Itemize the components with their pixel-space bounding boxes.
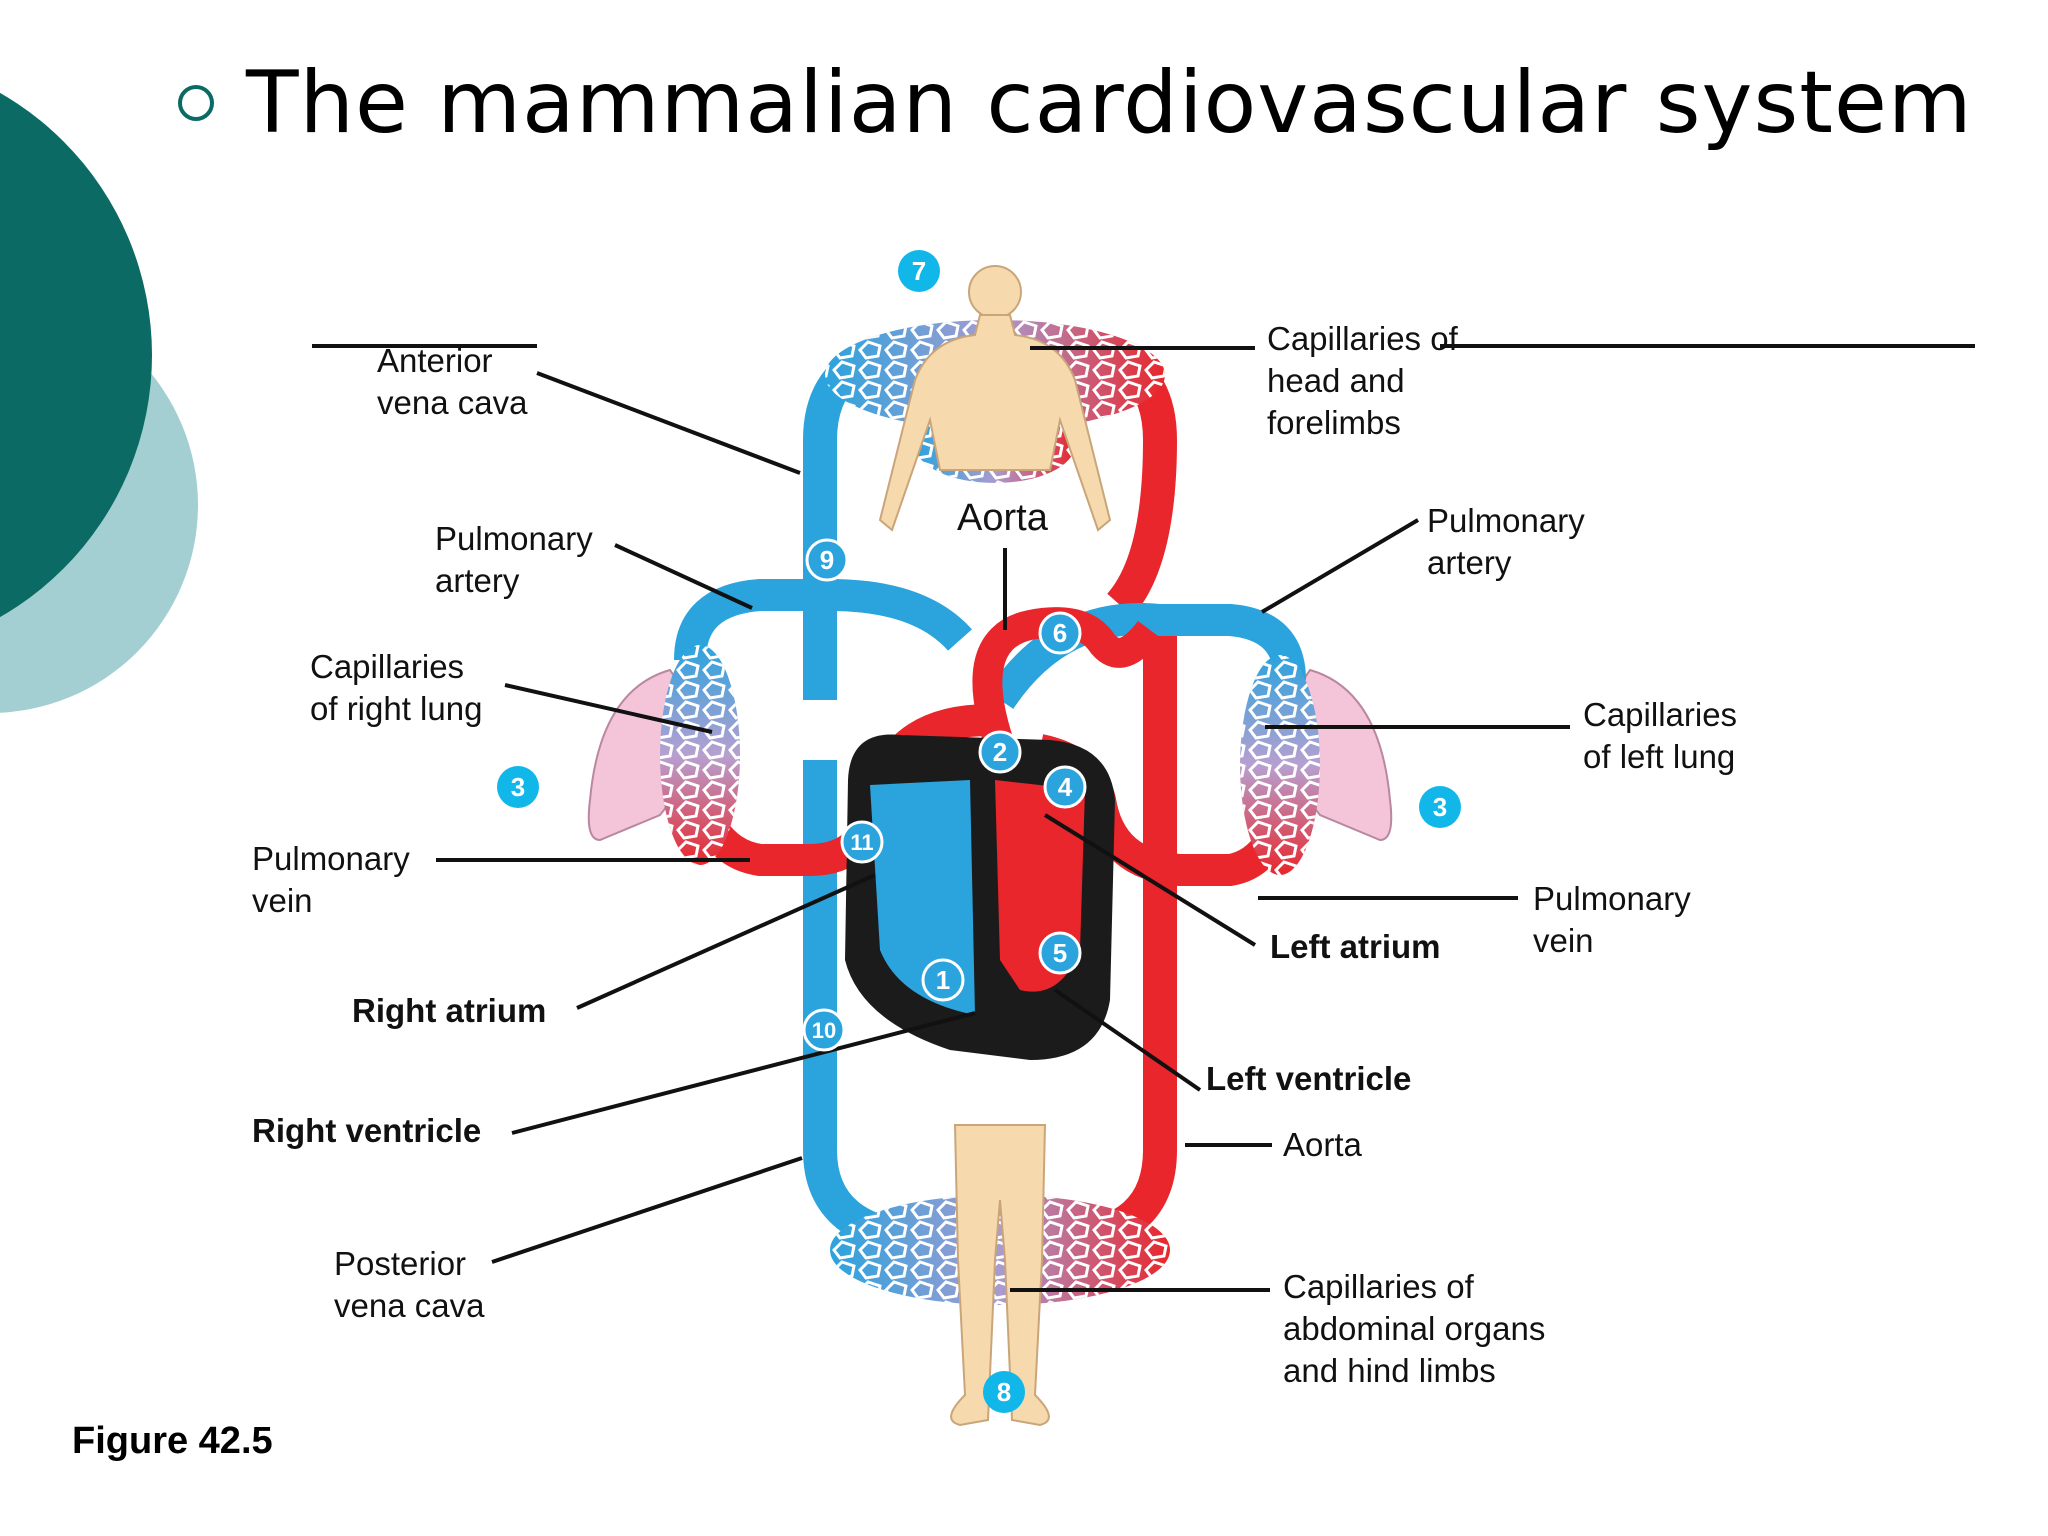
- svg-text:2: 2: [993, 737, 1007, 767]
- leader-lines: [312, 344, 1975, 1292]
- step-badge: 9: [805, 538, 849, 582]
- label-anterior-vena-cava-2: vena cava: [377, 384, 528, 421]
- right-heart: [870, 780, 975, 1015]
- lower-loop: [803, 630, 1177, 1305]
- label-pulmonary-artery-left-2: artery: [435, 562, 520, 599]
- label-capillaries-right-lung-2: of right lung: [310, 690, 482, 727]
- label-pulmonary-vein-right-2: vein: [1533, 922, 1594, 959]
- svg-text:11: 11: [850, 830, 873, 855]
- label-capillaries-head-2: head and: [1267, 362, 1405, 399]
- dark-circle: [0, 92, 152, 618]
- label-pulmonary-artery-right-2: artery: [1427, 544, 1512, 581]
- svg-text:7: 7: [912, 256, 926, 286]
- step-badge: 7: [898, 250, 940, 292]
- label-right-ventricle: Right ventricle: [252, 1112, 481, 1149]
- label-right-atrium: Right atrium: [352, 992, 546, 1029]
- label-left-atrium: Left atrium: [1270, 928, 1441, 965]
- svg-text:4: 4: [1058, 772, 1073, 802]
- step-badge: 6: [1038, 611, 1082, 655]
- step-badge: 1: [921, 958, 965, 1002]
- svg-text:3: 3: [1433, 792, 1447, 822]
- step-badges: 1 2 3 3 4 5 6 7 8 9 10 11: [497, 250, 1461, 1413]
- label-aorta-top: Aorta: [957, 497, 1049, 539]
- lower-body-figure: [950, 1124, 1050, 1427]
- label-capillaries-abdominal-2: abdominal organs: [1283, 1310, 1545, 1347]
- svg-text:5: 5: [1053, 938, 1067, 968]
- step-badge: 5: [1038, 931, 1082, 975]
- label-aorta-bottom: Aorta: [1283, 1126, 1363, 1163]
- label-anterior-vena-cava-1: Anterior: [377, 342, 493, 379]
- step-badge: 11: [840, 820, 884, 864]
- title-row: The mammalian cardiovascular system: [178, 48, 1973, 158]
- svg-text:10: 10: [812, 1018, 836, 1043]
- svg-text:1: 1: [936, 965, 950, 995]
- label-pulmonary-vein-left-2: vein: [252, 882, 313, 919]
- figure-label: Figure 42.5: [72, 1420, 273, 1462]
- label-capillaries-head-3: forelimbs: [1267, 404, 1401, 441]
- label-pulmonary-vein-left-1: Pulmonary: [252, 840, 410, 877]
- label-pulmonary-artery-right-1: Pulmonary: [1427, 502, 1585, 539]
- svg-text:9: 9: [820, 545, 834, 575]
- svg-text:6: 6: [1053, 618, 1067, 648]
- label-capillaries-head-1: Capillaries of: [1267, 320, 1459, 357]
- slide-title: The mammalian cardiovascular system: [246, 53, 1973, 153]
- label-capillaries-abdominal-1: Capillaries of: [1283, 1268, 1475, 1305]
- step-badge: 4: [1043, 765, 1087, 809]
- step-badge: 2: [978, 730, 1022, 774]
- title-bullet-icon: [178, 85, 214, 121]
- label-capillaries-abdominal-3: and hind limbs: [1283, 1352, 1496, 1389]
- labels: Anterior vena cava Capillaries of head a…: [252, 320, 1737, 1389]
- label-capillaries-left-lung-2: of left lung: [1583, 738, 1735, 775]
- step-badge: 10: [802, 1008, 846, 1052]
- svg-text:8: 8: [997, 1377, 1011, 1407]
- upper-body-figure: [878, 265, 1112, 532]
- label-capillaries-left-lung-1: Capillaries: [1583, 696, 1737, 733]
- label-pulmonary-vein-right-1: Pulmonary: [1533, 880, 1691, 917]
- label-posterior-vena-cava-2: vena cava: [334, 1287, 485, 1324]
- step-badge: 3: [1419, 786, 1461, 828]
- label-pulmonary-artery-left-1: Pulmonary: [435, 520, 593, 557]
- label-left-ventricle: Left ventricle: [1206, 1060, 1411, 1097]
- label-posterior-vena-cava-1: Posterior: [334, 1245, 466, 1282]
- svg-text:3: 3: [511, 772, 525, 802]
- step-badge: 3: [497, 766, 539, 808]
- label-capillaries-right-lung-1: Capillaries: [310, 648, 464, 685]
- step-badge: 8: [983, 1371, 1025, 1413]
